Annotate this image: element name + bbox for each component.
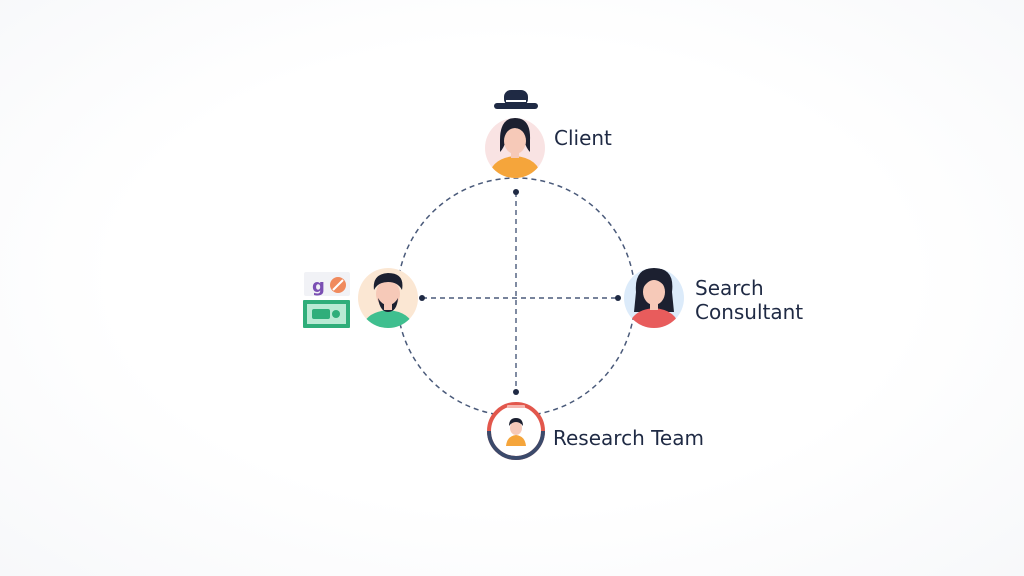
search-consultant-avatar[interactable]: [624, 268, 684, 330]
search-consultant-label-line2: Consultant: [695, 300, 804, 324]
research-team-label: Research Team: [553, 426, 704, 450]
candidate-avatar[interactable]: [358, 268, 418, 330]
connector-dot-top: [513, 189, 519, 195]
connector-dot-bottom: [513, 389, 519, 395]
svg-text:g: g: [312, 276, 325, 297]
hat-icon: [494, 90, 538, 109]
research-team-avatar[interactable]: [487, 402, 545, 460]
connector-dot-left: [419, 295, 425, 301]
client-avatar[interactable]: [485, 118, 545, 180]
client-label: Client: [554, 126, 612, 150]
search-consultant-label-line1: Search: [695, 276, 764, 300]
search-consultant-label: Search Consultant: [695, 276, 803, 324]
brand-logo-icon: g: [304, 272, 350, 297]
connector-dot-right: [615, 295, 621, 301]
money-icon: [303, 300, 350, 328]
